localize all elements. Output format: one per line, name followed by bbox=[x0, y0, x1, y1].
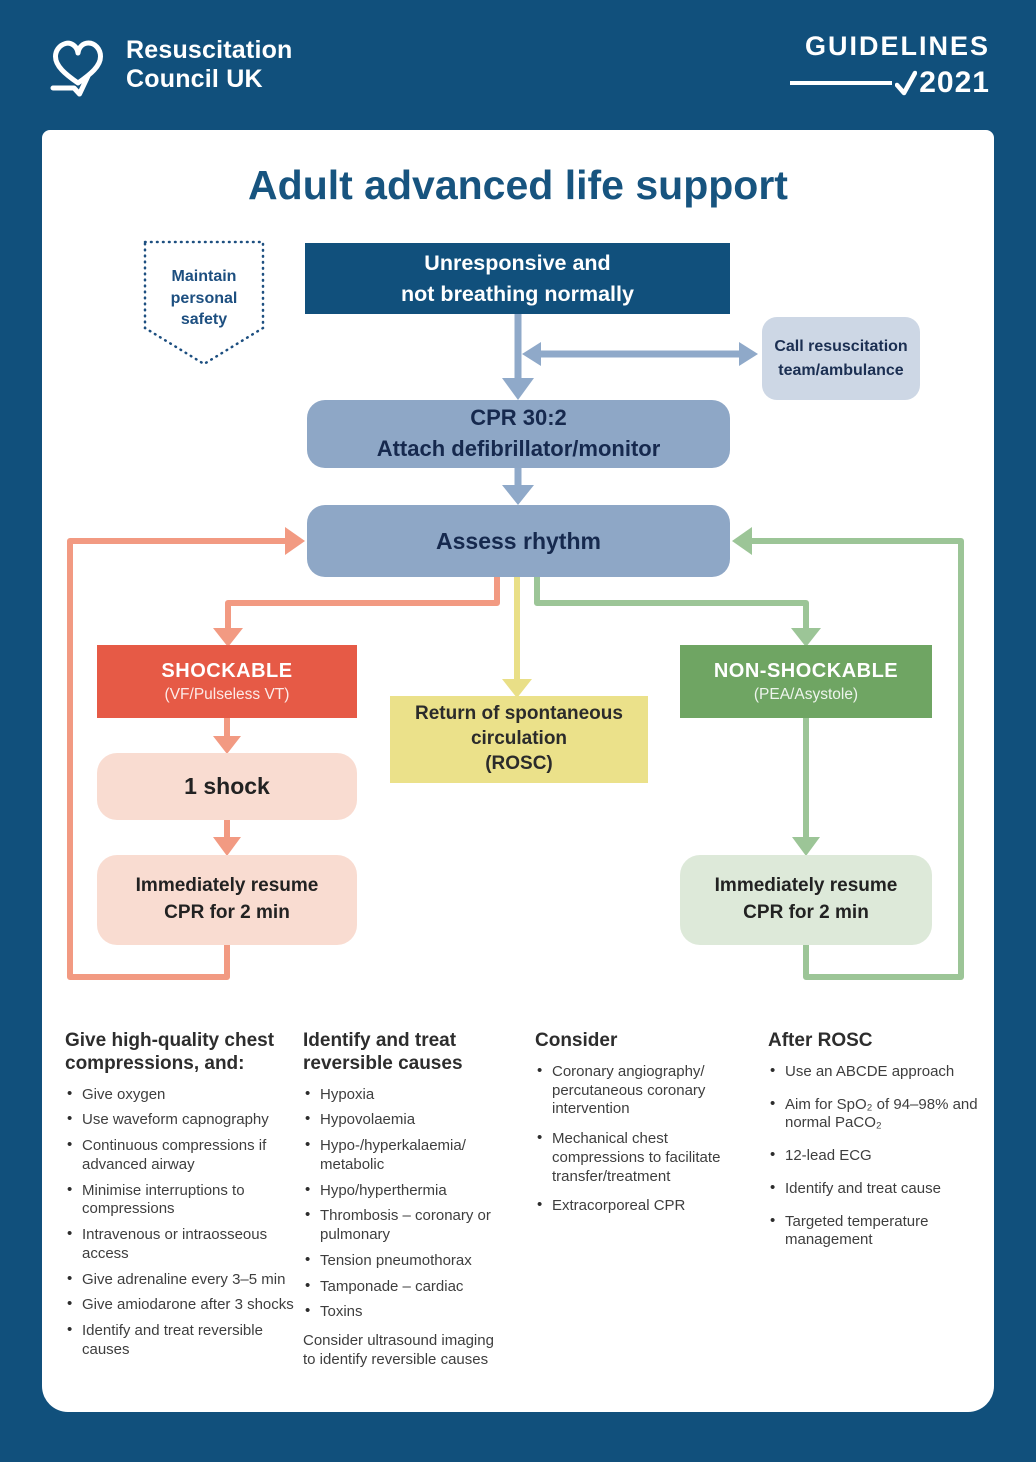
guidelines-badge: GUIDELINES 2021 bbox=[790, 31, 990, 100]
bullet-item: Give amiodarone after 3 shocks bbox=[65, 1295, 295, 1315]
maintain-safety-shield: Maintain personal safety bbox=[143, 240, 265, 370]
column-heading: Consider bbox=[535, 1030, 618, 1051]
heart-check-icon bbox=[50, 40, 103, 97]
notes-column-after-rosc: After ROSC Use an ABCDE approachAim for … bbox=[768, 1030, 984, 1264]
bullet-item: Aim for SpO₂ of 94–98% and normal PaCO₂ bbox=[768, 1095, 984, 1134]
nonshockable-subtitle: (PEA/Asystole) bbox=[753, 685, 859, 703]
bullet-item: Extracorporeal CPR bbox=[535, 1196, 749, 1216]
bullet-item: Toxins bbox=[303, 1302, 507, 1322]
bullet-item: Use waveform capnography bbox=[65, 1110, 295, 1130]
bullet-item: Give adrenaline every 3–5 min bbox=[65, 1270, 295, 1290]
guidelines-year: 2021 bbox=[919, 65, 990, 99]
column-heading: Give high-quality chest compressions, an… bbox=[65, 1030, 275, 1074]
column-heading: After ROSC bbox=[768, 1030, 873, 1051]
bullet-item: Tamponade – cardiac bbox=[303, 1277, 507, 1297]
nonshockable-title: NON-SHOCKABLE bbox=[713, 659, 899, 682]
bullet-item: Minimise interruptions to compressions bbox=[65, 1181, 295, 1220]
bullet-item: Mechanical chest compressions to facilit… bbox=[535, 1129, 749, 1186]
ultrasound-footnote: Consider ultrasound imaging to identify … bbox=[303, 1332, 494, 1368]
bullet-list: HypoxiaHypovolaemiaHypo-/hyperkalaemia/ … bbox=[303, 1085, 507, 1323]
shockable-title: SHOCKABLE bbox=[161, 659, 293, 682]
notes-column-consider: Consider Coronary angiography/ percutane… bbox=[535, 1030, 749, 1227]
bullet-item: Hypoxia bbox=[303, 1085, 507, 1105]
bullet-item: Give oxygen bbox=[65, 1085, 295, 1105]
bullet-list: Use an ABCDE approachAim for SpO₂ of 94–… bbox=[768, 1062, 984, 1251]
nonshockable-box: NON-SHOCKABLE (PEA/Asystole) bbox=[680, 645, 932, 718]
assess-rhythm-box: Assess rhythm bbox=[307, 505, 730, 577]
cpr-box: CPR 30:2 Attach defibrillator/monitor bbox=[307, 400, 730, 468]
logo-text: Resuscitation Council UK bbox=[126, 35, 293, 94]
resume-cpr-right-box: Immediately resume CPR for 2 min bbox=[680, 855, 932, 945]
bullet-item: Tension pneumothorax bbox=[303, 1251, 507, 1271]
bullet-list: Give oxygenUse waveform capnographyConti… bbox=[65, 1085, 295, 1360]
maintain-safety-label: Maintain personal safety bbox=[170, 268, 238, 329]
bullet-item: Use an ABCDE approach bbox=[768, 1062, 984, 1082]
notes-column-reversible-causes: Identify and treat reversible causes Hyp… bbox=[303, 1030, 507, 1370]
rcuk-logo: Resuscitation Council UK bbox=[46, 31, 293, 99]
resume-cpr-left-box: Immediately resume CPR for 2 min bbox=[97, 855, 357, 945]
bullet-item: Hypo-/hyperkalaemia/ metabolic bbox=[303, 1136, 507, 1175]
column-heading: Identify and treat reversible causes bbox=[303, 1030, 463, 1074]
bullet-item: Targeted temperature management bbox=[768, 1212, 984, 1251]
bullet-item: Identify and treat cause bbox=[768, 1179, 984, 1199]
shockable-subtitle: (VF/Pulseless VT) bbox=[164, 685, 290, 703]
bullet-item: Thrombosis – coronary or pulmonary bbox=[303, 1206, 507, 1245]
bullet-item: Coronary angiography/ percutaneous coron… bbox=[535, 1062, 749, 1119]
bullet-item: Identify and treat reversible causes bbox=[65, 1321, 295, 1360]
unresponsive-box: Unresponsive and not breathing normally bbox=[305, 243, 730, 314]
guidelines-underline bbox=[790, 80, 893, 85]
bullet-item: Intravenous or intraosseous access bbox=[65, 1225, 295, 1264]
bullet-item: Hypovolaemia bbox=[303, 1110, 507, 1130]
guidelines-label: GUIDELINES bbox=[804, 30, 990, 61]
bullet-item: Hypo/hyperthermia bbox=[303, 1181, 507, 1201]
one-shock-box: 1 shock bbox=[97, 753, 357, 820]
call-team-box: Call resuscitation team/ambulance bbox=[762, 317, 920, 400]
bullet-item: 12-lead ECG bbox=[768, 1146, 984, 1166]
guidelines-year-row: 2021 bbox=[790, 66, 990, 100]
shockable-box: SHOCKABLE (VF/Pulseless VT) bbox=[97, 645, 357, 718]
header: Resuscitation Council UK GUIDELINES 2021 bbox=[0, 0, 1036, 130]
rosc-box: Return of spontaneous circulation (ROSC) bbox=[390, 696, 648, 783]
check-icon bbox=[895, 70, 918, 95]
page-title: Adult advanced life support bbox=[248, 162, 788, 208]
bullet-list: Coronary angiography/ percutaneous coron… bbox=[535, 1062, 749, 1216]
bullet-item: Continuous compressions if advanced airw… bbox=[65, 1136, 295, 1175]
notes-column-compressions: Give high-quality chest compressions, an… bbox=[65, 1030, 295, 1367]
